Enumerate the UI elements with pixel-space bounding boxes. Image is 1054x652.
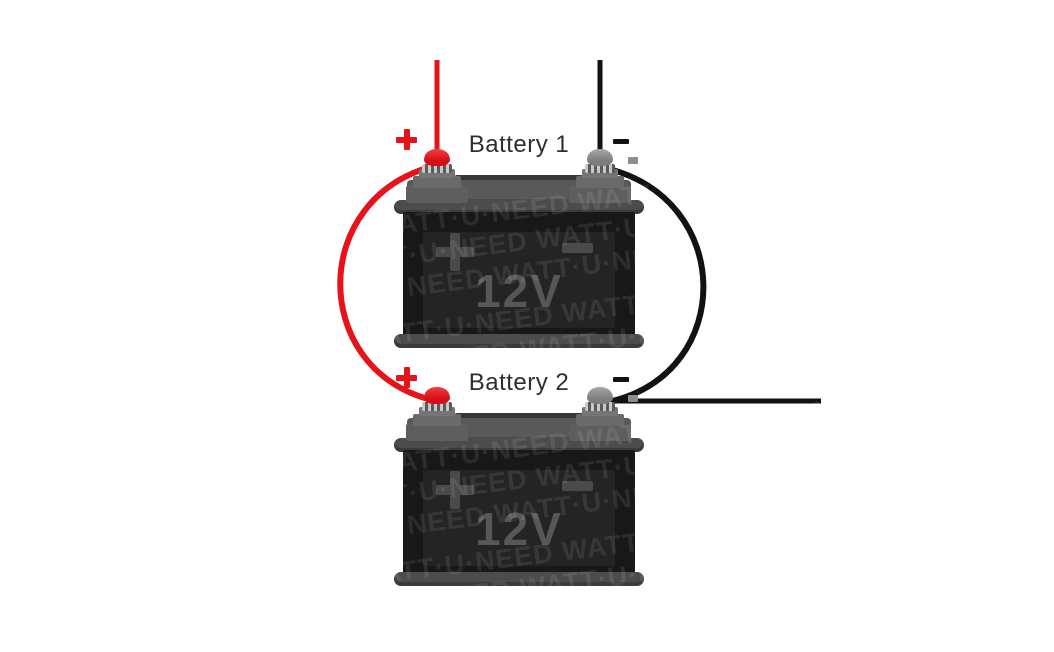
minus-icon — [613, 377, 629, 382]
battery-bottom-frame-bar — [394, 334, 644, 348]
minus-icon — [562, 481, 593, 491]
battery-label: Battery 2 — [468, 369, 570, 396]
battery-top-frame-bar — [394, 438, 644, 452]
negative-terminal-cap — [587, 149, 613, 166]
terminal-clamp-stub — [628, 395, 638, 402]
plus-icon — [396, 367, 417, 388]
negative-link-wire — [602, 165, 707, 404]
watermark-layer: WATT·U·NEED WATT·U·NEED WATT·U·NEED WATT… — [390, 162, 648, 354]
watermark-layer: WATT·U·NEED WATT·U·NEED WATT·U·NEED WATT… — [390, 400, 834, 596]
terminal-ring — [585, 164, 615, 173]
positive-terminal-cap — [424, 387, 450, 404]
positive-terminal — [405, 126, 469, 216]
voltage-text: 12V — [475, 265, 563, 317]
battery-body: 12V — [403, 450, 635, 574]
plus-icon — [436, 233, 474, 271]
negative-terminal — [568, 364, 638, 454]
battery-2: 12V WATT·U·NEED WATT·U·NEED WATT·U·NEED … — [390, 364, 834, 596]
voltage-text: 12V — [475, 503, 563, 555]
minus-icon — [562, 243, 593, 253]
negative-terminal — [568, 126, 638, 216]
positive-link-wire — [337, 163, 437, 402]
minus-icon — [613, 139, 629, 144]
positive-terminal — [405, 364, 469, 454]
battery-body: 12V — [403, 212, 635, 336]
battery-top-frame-bar — [394, 200, 644, 214]
terminal-ring — [585, 402, 615, 411]
terminal-clamp-stub — [628, 157, 638, 164]
plus-icon — [396, 129, 417, 150]
terminal-ring — [422, 402, 452, 411]
battery-bottom-frame-bar — [394, 572, 644, 586]
positive-terminal-cap — [424, 149, 450, 166]
terminal-ring — [422, 164, 452, 173]
battery-1: 12V WATT·U·NEED WATT·U·NEED WATT·U·NEED … — [390, 126, 648, 358]
plus-icon — [436, 471, 474, 509]
battery-label: Battery 1 — [468, 131, 570, 158]
negative-terminal-cap — [587, 387, 613, 404]
